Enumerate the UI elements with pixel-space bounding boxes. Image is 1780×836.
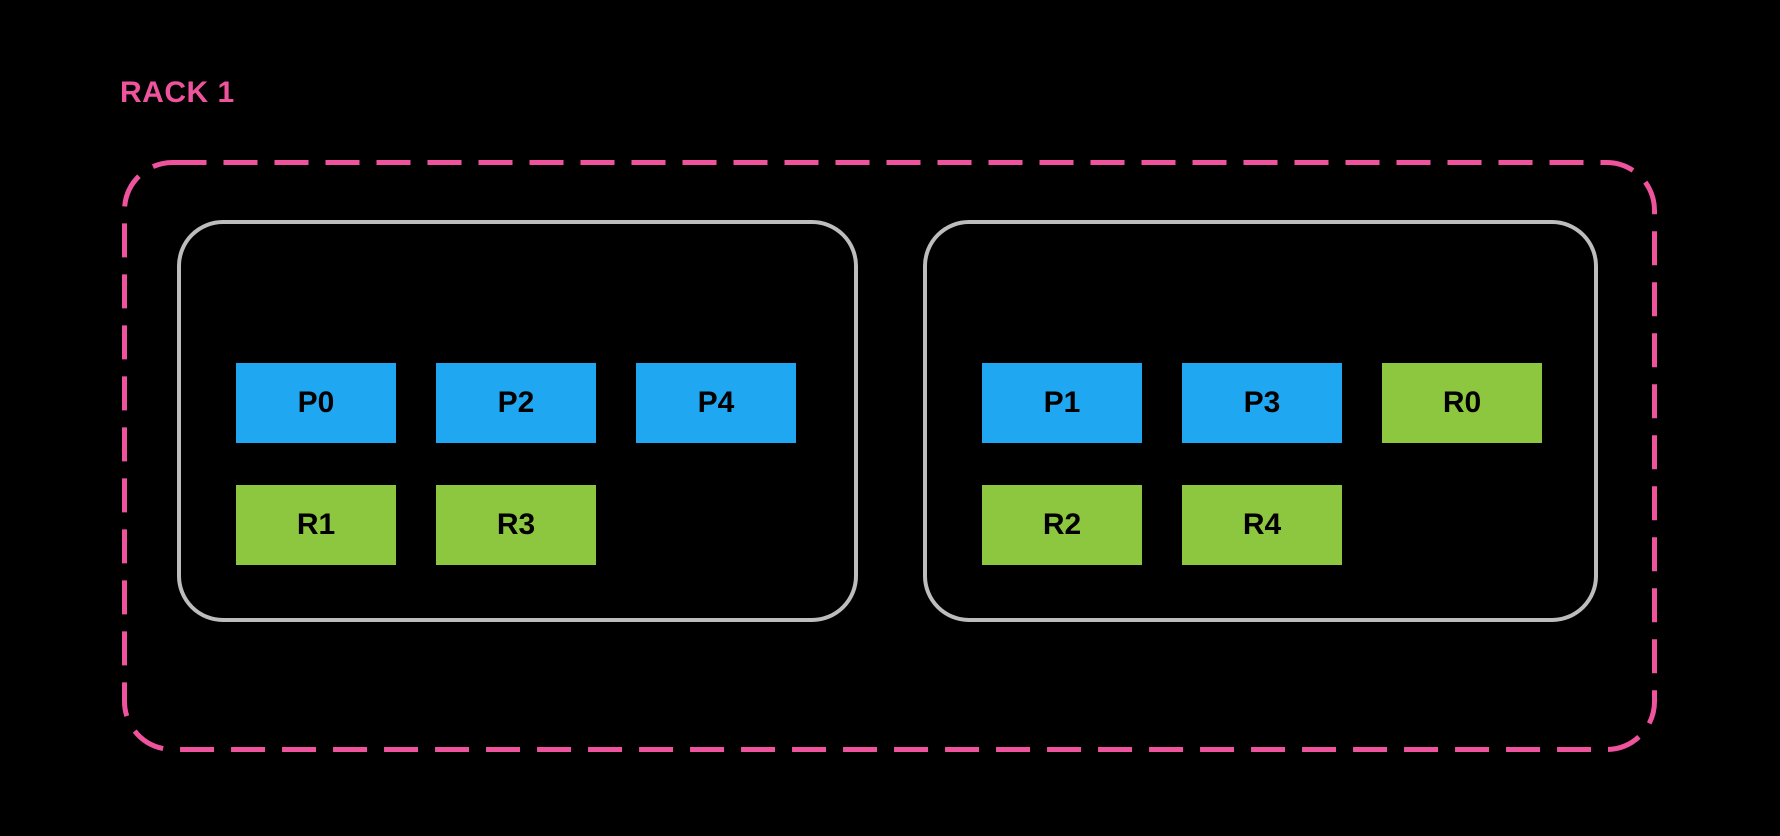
shard-block-p0: P0 <box>236 363 396 443</box>
rack-dashed-border <box>122 160 1657 752</box>
shard-block-r4: R4 <box>1182 485 1342 565</box>
shard-row: R1 R3 <box>236 485 796 565</box>
rack-title: RACK 1 <box>120 76 235 109</box>
shard-row: R2 R4 <box>982 485 1542 565</box>
shard-block-r2: R2 <box>982 485 1142 565</box>
shard-block-p1: P1 <box>982 363 1142 443</box>
rack-dashed-border-rect <box>122 160 1657 752</box>
shard-block-r0: R0 <box>1382 363 1542 443</box>
shard-block-p4: P4 <box>636 363 796 443</box>
shard-row: P0 P2 P4 <box>236 363 796 443</box>
shard-block-r3: R3 <box>436 485 596 565</box>
shard-block-r1: R1 <box>236 485 396 565</box>
shard-block-p3: P3 <box>1182 363 1342 443</box>
shard-block-p2: P2 <box>436 363 596 443</box>
shard-row: P1 P3 R0 <box>982 363 1542 443</box>
